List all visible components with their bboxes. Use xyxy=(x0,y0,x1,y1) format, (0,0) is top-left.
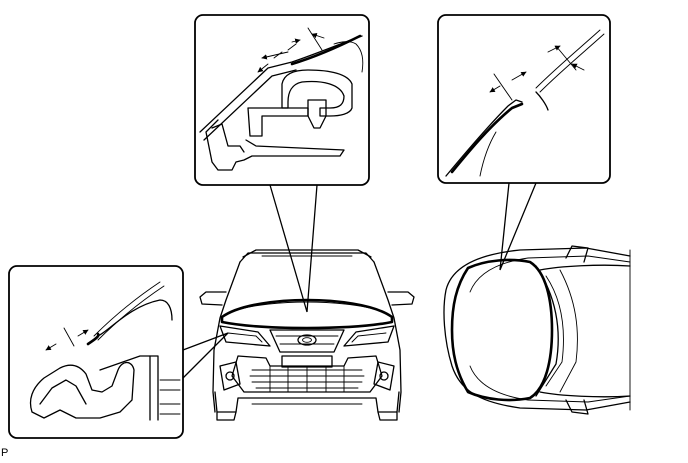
figure-code: P xyxy=(1,447,9,459)
callout-center-hood-section xyxy=(194,14,370,313)
car-front-view xyxy=(199,249,415,421)
callout-bumper-section xyxy=(8,265,229,439)
car-top-view xyxy=(443,245,631,415)
callout-side-hood-section xyxy=(437,14,611,271)
